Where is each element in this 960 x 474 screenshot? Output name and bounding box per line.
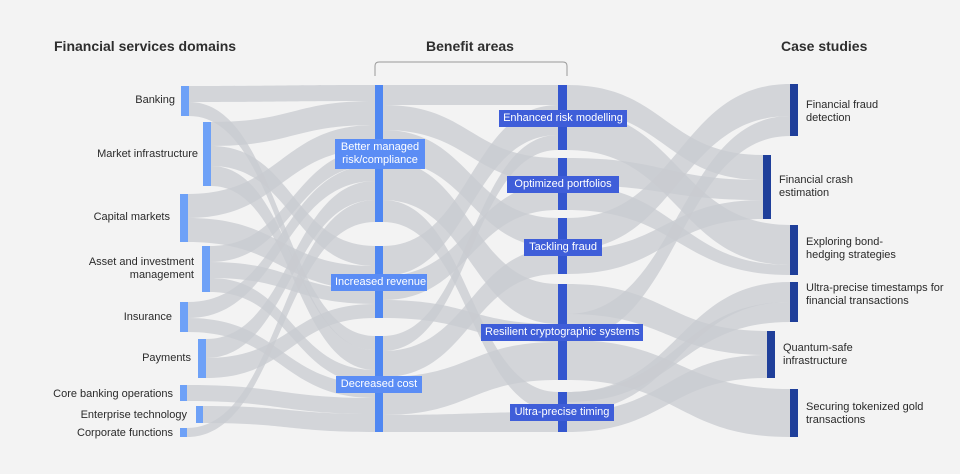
benefit-label-decreased-cost: Decreased cost (336, 376, 422, 393)
case-study-node (767, 331, 775, 378)
flow-benefit-case (567, 85, 763, 180)
benefit-label-risk-modelling: Enhanced risk modelling (499, 110, 627, 127)
benefit-label-cryptographic-systems: Resilient cryptographic systems (481, 324, 643, 341)
benefit-label-optimized-portfolios: Optimized portfolios (507, 176, 619, 193)
flow-domain-benefit (187, 385, 375, 414)
domain-node (180, 194, 188, 242)
domain-label-core-banking: Core banking operations (53, 388, 173, 400)
case-study-node (790, 84, 798, 136)
benefit-label-tackling-fraud: Tackling fraud (524, 239, 602, 256)
benefit-label-ultra-precise-timing: Ultra-precise timing (510, 404, 614, 421)
domain-label-insurance: Insurance (123, 311, 172, 323)
cases-header: Case studies (781, 38, 868, 54)
domain-node (180, 302, 188, 332)
domain-node (181, 86, 189, 116)
case-study-node (790, 389, 798, 437)
flow-benefit-case (567, 355, 767, 432)
domain-label-enterprise-technology: Enterprise technology (80, 409, 187, 421)
case-label-fraud-detection: Financial fraud detection (806, 99, 879, 124)
flow-domain-benefit (188, 165, 375, 318)
case-study-node (790, 225, 798, 275)
flow-benefit-benefit (383, 342, 558, 415)
flow-benefit-benefit (383, 248, 558, 377)
flow-domain-benefit (210, 262, 375, 304)
case-label-ultra-precise-timestamps: Ultra-precise timestamps for financial t… (806, 282, 944, 307)
domain-node (180, 385, 187, 401)
domain-label-asset-management: Asset and investment management (88, 256, 194, 281)
case-label-bond-hedging: Exploring bond-hedging strategies (806, 236, 896, 261)
domain-node (196, 406, 203, 423)
benefit-areas-bracket (374, 61, 568, 76)
flow-benefit-case (567, 302, 790, 402)
flow-benefit-benefit (383, 105, 558, 276)
domain-label-capital-markets: Capital markets (93, 211, 170, 223)
flow-domain-benefit (206, 304, 375, 378)
flow-domain-benefit (188, 125, 375, 218)
flow-benefit-case (567, 116, 790, 340)
case-study-node (763, 155, 771, 219)
benefits-header: Benefit areas (426, 38, 514, 54)
flow-benefit-benefit (383, 85, 558, 105)
benefit-label-risk-compliance: Better managed risk/compliance (335, 139, 425, 169)
flow-benefit-benefit (383, 135, 558, 351)
flow-domain-benefit (188, 218, 375, 290)
domain-label-banking: Banking (135, 94, 175, 106)
case-label-tokenized-gold: Securing tokenized gold transactions (806, 401, 924, 426)
domain-node (180, 428, 187, 437)
domain-node (198, 339, 206, 378)
case-study-node (790, 282, 798, 322)
flow-domain-benefit (206, 181, 375, 358)
domain-label-market-infrastructure: Market infrastructure (97, 148, 198, 160)
domains-header: Financial services domains (54, 38, 237, 54)
flow-domain-benefit (187, 200, 375, 437)
case-label-quantum-safe: Quantum-safe infrastructure (783, 342, 853, 367)
flow-domain-benefit (203, 406, 375, 432)
flow-benefit-case (567, 200, 763, 274)
flow-benefit-case (567, 84, 790, 250)
bracket-line (374, 61, 568, 76)
flow-domain-benefit (189, 102, 375, 350)
benefit-label-increased-revenue: Increased revenue (331, 274, 427, 291)
domain-label-corporate-functions: Corporate functions (77, 427, 173, 439)
domain-node (202, 246, 210, 292)
flow-domain-benefit (211, 101, 375, 146)
flow-links (187, 84, 790, 437)
domain-label-payments: Payments (142, 352, 191, 364)
flow-domain-benefit (189, 85, 375, 102)
flow-domain-benefit (210, 149, 375, 262)
domain-node (203, 122, 211, 186)
case-label-crash-estimation: Financial crash estimation (779, 174, 853, 199)
